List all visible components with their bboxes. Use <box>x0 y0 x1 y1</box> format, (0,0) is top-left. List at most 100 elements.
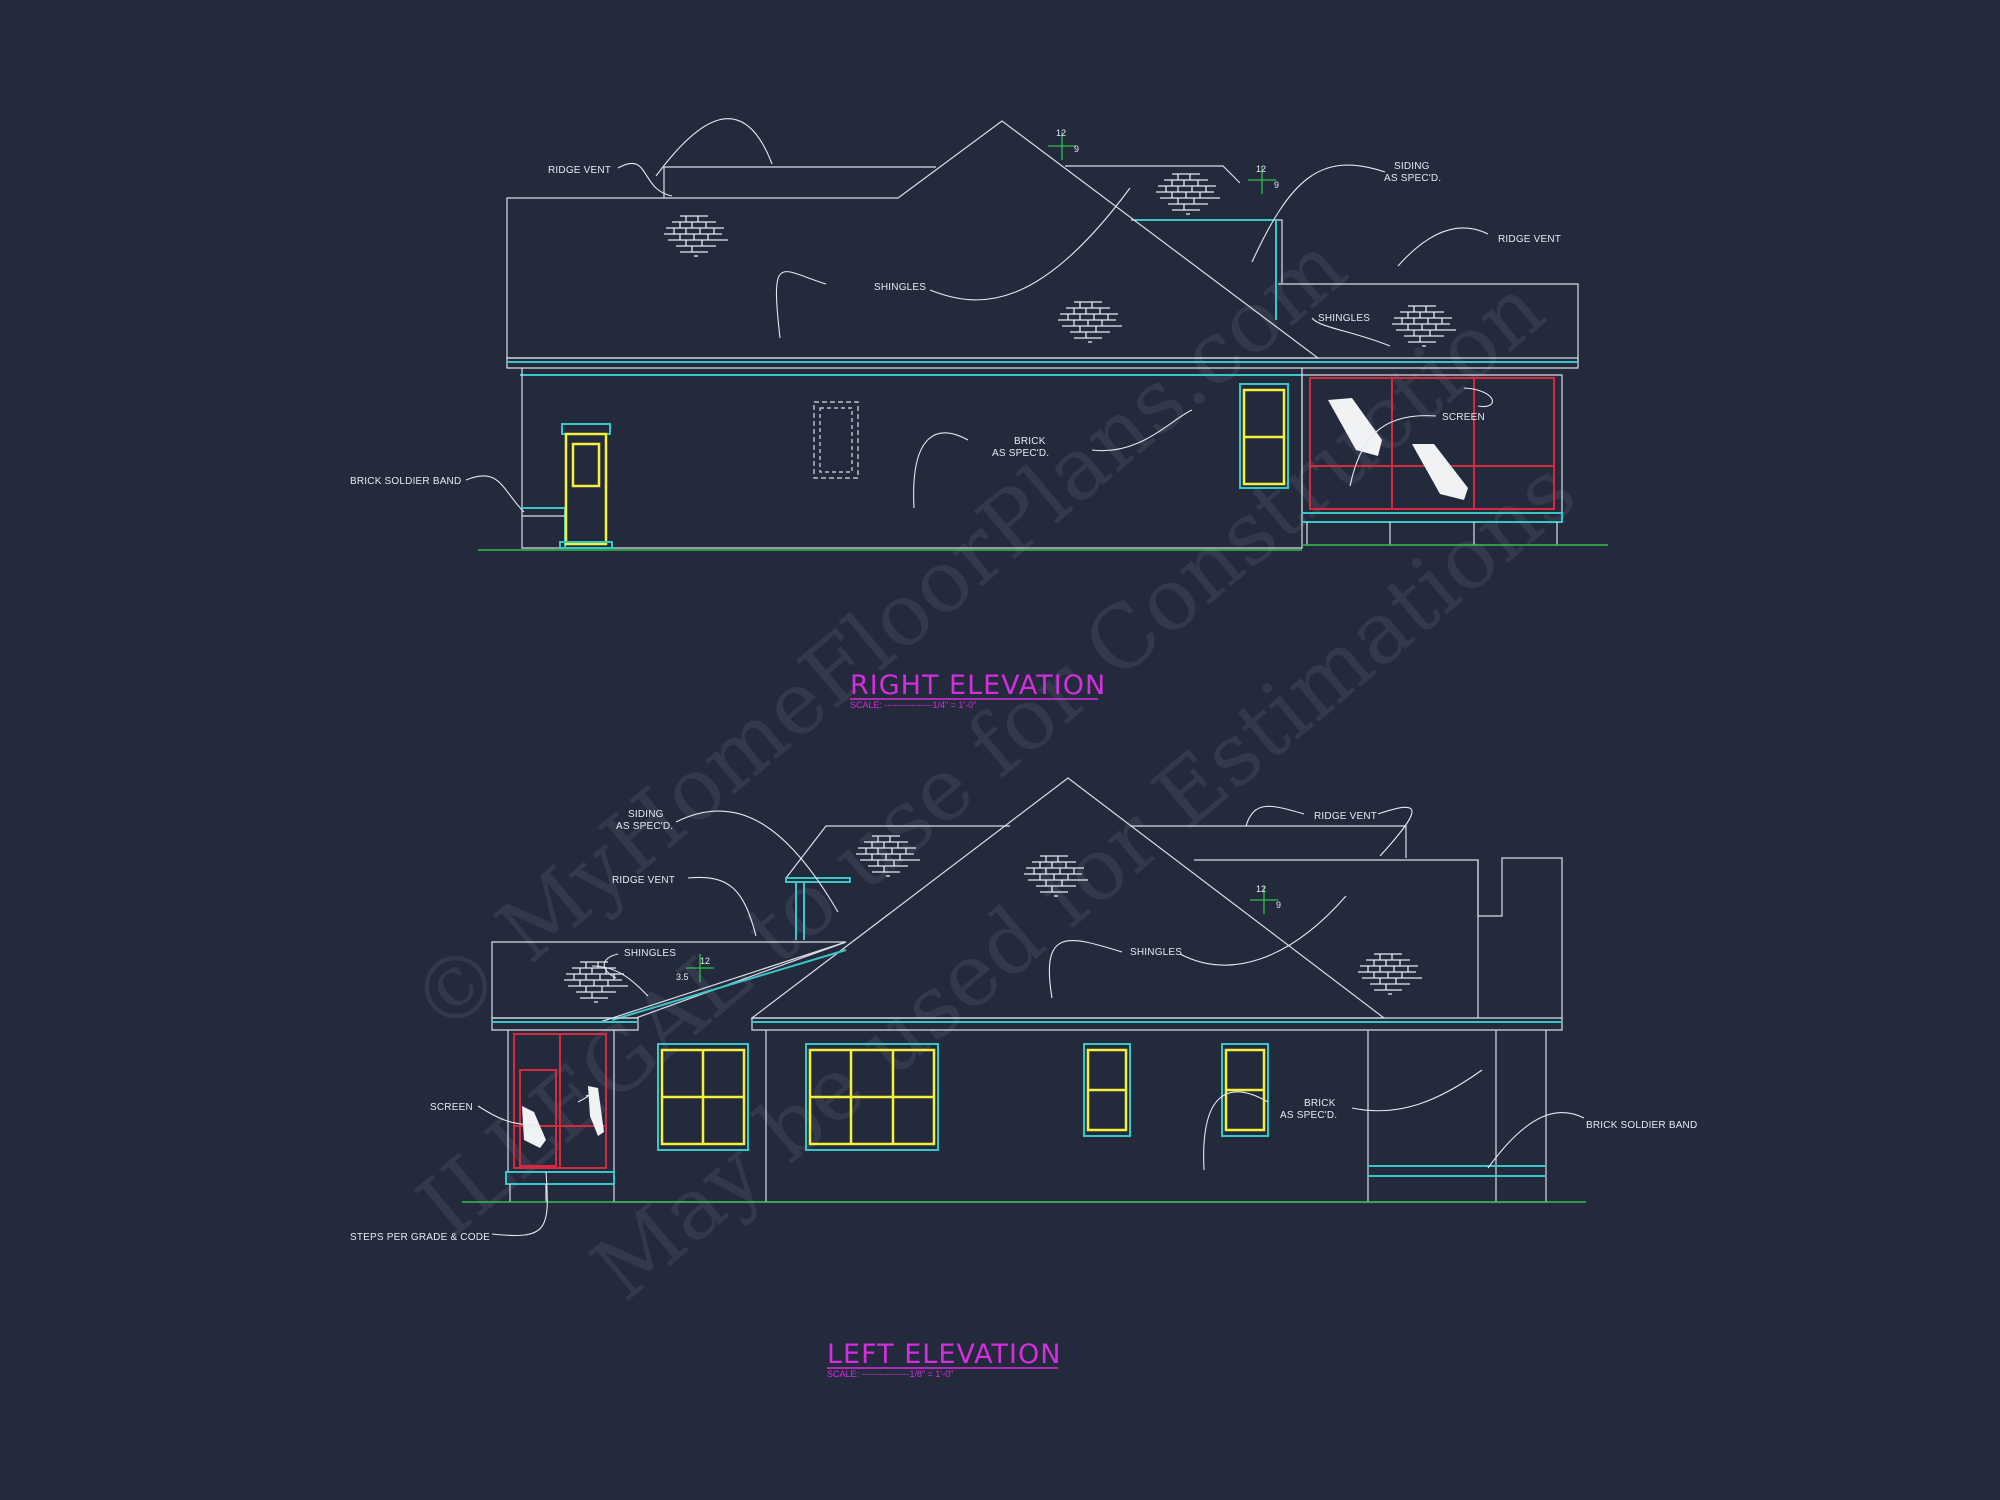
ridge-vent-leader <box>1245 805 1413 857</box>
screen-reflection-2 <box>1412 444 1468 500</box>
ridge-vent-leader <box>1397 227 1489 267</box>
watermark-line-2: ILLEGAL to use for Construction <box>399 258 1563 1257</box>
right-elevation-title: RIGHT ELEVATION <box>850 670 1106 701</box>
right-elevation-scale: SCALE: ----------------1/4" = 1'-0" <box>850 700 976 710</box>
screen-door <box>519 1069 557 1167</box>
label-shingles: SHINGLES <box>874 282 926 293</box>
grade-line <box>478 544 1608 551</box>
label-siding: SIDING <box>1394 161 1430 172</box>
left-roof-top <box>785 825 1010 879</box>
label-siding: SIDING <box>628 809 664 820</box>
label-screen: SCREEN <box>1442 412 1485 423</box>
pitch-rise: 12 <box>700 956 710 966</box>
screen-reflection-2 <box>588 1086 604 1136</box>
left-elevation-scale: SCALE: ----------------1/8" = 1'-0" <box>827 1369 953 1379</box>
pitch-rise: 12 <box>1056 128 1066 138</box>
brick-symbol <box>1057 301 1123 343</box>
label-ridge-vent: RIDGE VENT <box>548 165 611 176</box>
brick-leader <box>913 409 1193 509</box>
gable-vent-inner <box>819 407 853 473</box>
left-elevation: 12 3.5 12 9 SIDING AS SPEC'D. RIDGE VENT… <box>350 777 1697 1379</box>
upper-ridge-line <box>663 166 936 198</box>
porch-steps <box>509 1184 547 1202</box>
steps-leader <box>491 1171 548 1237</box>
watermark-line-1: © MyHomeFloorPlans.com <box>392 216 1365 1055</box>
siding-leader <box>675 810 839 913</box>
window-frame <box>657 1043 749 1151</box>
label-brick: BRICK <box>1014 436 1046 447</box>
pitch-run: 9 <box>1074 144 1079 154</box>
rear-roof-top <box>1065 165 1241 184</box>
screen-frame <box>1309 377 1555 510</box>
label-shingles: SHINGLES <box>1130 947 1182 958</box>
label-ridge-vent: RIDGE VENT <box>1498 234 1561 245</box>
screen-leader <box>477 1094 589 1127</box>
watermark: © MyHomeFloorPlans.com ILLEGAL to use fo… <box>392 216 1594 1320</box>
soldier-band-trim <box>1368 1165 1546 1177</box>
right-roof <box>1477 857 1563 1018</box>
shingles-leader <box>1311 317 1391 347</box>
door-header <box>561 423 611 435</box>
window-frame <box>1221 1043 1269 1137</box>
screen-leader <box>1349 387 1493 487</box>
label-brick-soldier-band: BRICK SOLDIER BAND <box>350 476 461 487</box>
pitch-mark <box>1248 166 1276 194</box>
ridge-vent-leader <box>617 118 773 197</box>
door-sill <box>559 541 613 549</box>
left-fascia <box>785 877 851 883</box>
wall-joint <box>1367 1030 1497 1202</box>
brick-leader <box>1203 1069 1483 1171</box>
soldier-band-leader <box>1487 1112 1585 1169</box>
porch-piers <box>1306 522 1558 545</box>
ridge-vent-leader <box>687 876 757 937</box>
soldier-band-leader <box>465 475 525 513</box>
porch-floor <box>505 1171 615 1185</box>
window-mullions <box>810 1050 934 1144</box>
label-ridge-vent: RIDGE VENT <box>612 875 675 886</box>
porch-floor <box>1302 512 1563 523</box>
screen-reflection-1 <box>1328 398 1382 456</box>
left-elevation-title: LEFT ELEVATION <box>827 1339 1061 1370</box>
pitch-mark <box>1250 886 1278 914</box>
soldier-band-trim <box>522 507 566 548</box>
window-frame <box>1083 1043 1131 1137</box>
shingles-leader <box>591 953 649 997</box>
label-shingles: SHINGLES <box>624 948 676 959</box>
window-mullions <box>662 1050 744 1144</box>
pitch-run: 9 <box>1274 180 1279 190</box>
porch-roof-trim <box>611 949 847 1021</box>
label-brick-spec: AS SPEC'D. <box>992 448 1049 459</box>
main-eave <box>751 1017 1563 1031</box>
label-siding-spec: AS SPEC'D. <box>1384 173 1441 184</box>
right-elevation: 12 9 12 9 RIDGE VENT SHINGLES SIDING AS … <box>350 118 1608 710</box>
pitch-rise: 12 <box>1256 164 1266 174</box>
brick-symbol <box>663 215 729 257</box>
window-frame <box>1239 383 1289 489</box>
brick-symbol <box>1357 953 1423 995</box>
label-brick: BRICK <box>1304 1098 1336 1109</box>
pitch-rise: 12 <box>1256 884 1266 894</box>
label-siding-spec: AS SPEC'D. <box>616 821 673 832</box>
gable-vent <box>813 401 859 479</box>
pitch-run: 9 <box>1276 900 1281 910</box>
porch-roof-slope <box>599 941 847 1023</box>
label-ridge-vent: RIDGE VENT <box>1314 811 1377 822</box>
siding-leader <box>1251 164 1386 263</box>
pitch-mark <box>1048 132 1076 160</box>
label-brick-spec: AS SPEC'D. <box>1280 1110 1337 1121</box>
side-door <box>564 432 608 546</box>
label-brick-soldier-band: BRICK SOLDIER BAND <box>1586 1120 1697 1131</box>
label-steps: STEPS PER GRADE & CODE <box>350 1232 490 1243</box>
shingles-leader <box>1048 895 1347 999</box>
label-shingles: SHINGLES <box>1318 313 1370 324</box>
label-screen: SCREEN <box>430 1102 473 1113</box>
door-glass <box>571 442 601 488</box>
porch-eave <box>491 1017 639 1031</box>
left-trim <box>795 882 805 940</box>
pitch-mark <box>686 954 714 982</box>
window-frame <box>805 1043 939 1151</box>
pitch-run: 3.5 <box>676 972 689 982</box>
shingles-leader <box>775 187 1131 339</box>
